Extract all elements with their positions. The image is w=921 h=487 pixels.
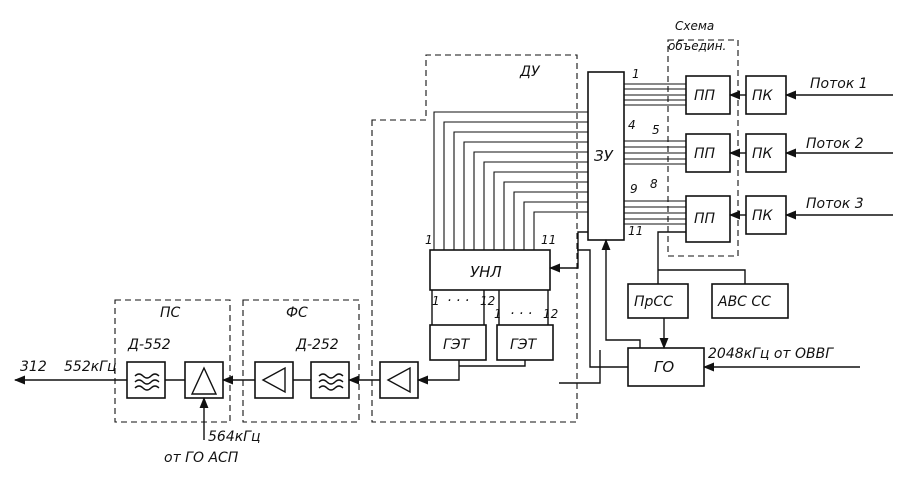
avcss-label: АВС СС (717, 294, 771, 310)
d252-label: Д-252 (295, 337, 339, 353)
stream2-label: Поток 2 (806, 136, 864, 152)
pp3-to-prss (657, 231, 686, 284)
get1-pin-1: 1 (432, 294, 440, 308)
stream3-label: Поток 3 (806, 196, 864, 212)
get2-label: ГЭТ (510, 337, 538, 353)
prss-label: ПрСС (634, 294, 673, 310)
clock-source-label: от ГО АСП (164, 450, 239, 466)
zu-pin-11: 11 (628, 224, 643, 238)
amplifier-triangle-icon (190, 366, 218, 395)
unl-zu-bus-line (433, 111, 588, 250)
du-group-label: ДУ (519, 64, 541, 80)
unl-zu-bus-line (513, 191, 588, 250)
get2-block (496, 324, 554, 361)
fs-group-frame (242, 299, 360, 423)
unl-zu-bus-line (503, 181, 588, 250)
unl-pin-1: 1 (425, 233, 433, 247)
get-output-line (416, 366, 460, 385)
get1-dots: · · · (447, 293, 469, 309)
zu-pin-5: 5 (652, 123, 660, 137)
unl-zu-bus-line (453, 131, 588, 250)
go-label: ГО (654, 358, 674, 376)
get2-output-stub (459, 360, 526, 367)
go-to-get (577, 249, 628, 368)
avcss-block (711, 283, 789, 319)
pk2-label: ПК (752, 146, 774, 162)
unl-pin-11: 11 (541, 233, 556, 247)
pk2-block (745, 133, 787, 173)
du-group-frame (371, 54, 578, 423)
zu-pin-4: 4 (628, 118, 636, 132)
get2-pin-1: 1 (494, 307, 502, 321)
unl-zu-bus-line (443, 121, 588, 250)
unl-label: УНЛ (470, 263, 502, 281)
fs-filter-symbol-icon (318, 373, 344, 391)
fs-amp-triangle-icon (261, 366, 286, 394)
d552-label: Д-552 (127, 337, 171, 353)
merge-bus-line (658, 269, 746, 284)
zu-pin-1: 1 (632, 67, 640, 81)
unl-block (429, 249, 551, 291)
du-amp-triangle-icon (386, 366, 411, 394)
fs-group-label: ФС (286, 305, 308, 321)
fs-amp-block (254, 361, 294, 399)
zu-pin-8: 8 (650, 177, 658, 191)
zu-label: ЗУ (594, 147, 614, 165)
pk3-label: ПК (752, 208, 774, 224)
pp3-label: ПП (694, 211, 716, 227)
get1-block (429, 324, 487, 361)
prss-block (627, 283, 689, 319)
unl-zu-bus-line (493, 171, 588, 250)
get1-pin-12: 12 (480, 294, 495, 308)
ps-group-label: ПС (160, 305, 181, 321)
filter-symbol-icon (134, 373, 160, 391)
go-to-get-loop (559, 350, 601, 384)
get2-dots: · · · (510, 306, 532, 322)
unl-zu-bus-line (523, 201, 588, 250)
pp1-label: ПП (694, 88, 716, 104)
output-312-label: 312 (20, 359, 47, 375)
output-freq-label: 552кГц (64, 359, 117, 375)
unl-zu-bus-line (473, 151, 588, 250)
pk1-block (745, 75, 787, 115)
merge-group-label-1: Схема (675, 19, 714, 33)
get1-label: ГЭТ (443, 337, 471, 353)
ps-group-frame (114, 299, 231, 423)
stream1-label: Поток 1 (810, 76, 868, 92)
get2-pin-12: 12 (543, 307, 558, 321)
merge-group-frame (667, 39, 739, 257)
zu-pin-9: 9 (630, 182, 638, 196)
ps-filter-block (126, 361, 166, 399)
clock-input-label: 564кГц (208, 429, 261, 445)
fs-filter-block (310, 361, 350, 399)
unl-zu-bus-line (463, 141, 588, 250)
pp2-label: ПП (694, 146, 716, 162)
go-to-zu (601, 238, 641, 348)
merge-group-label-2: объедин. (668, 39, 726, 53)
unl-zu-bus-line (483, 161, 588, 250)
pk1-label: ПК (752, 88, 774, 104)
unl-zu-bus-line (533, 211, 588, 250)
go-input-label: 2048кГц от ОВВГ (708, 346, 834, 362)
bus-lines (433, 83, 686, 250)
du-amp-block (379, 361, 419, 399)
